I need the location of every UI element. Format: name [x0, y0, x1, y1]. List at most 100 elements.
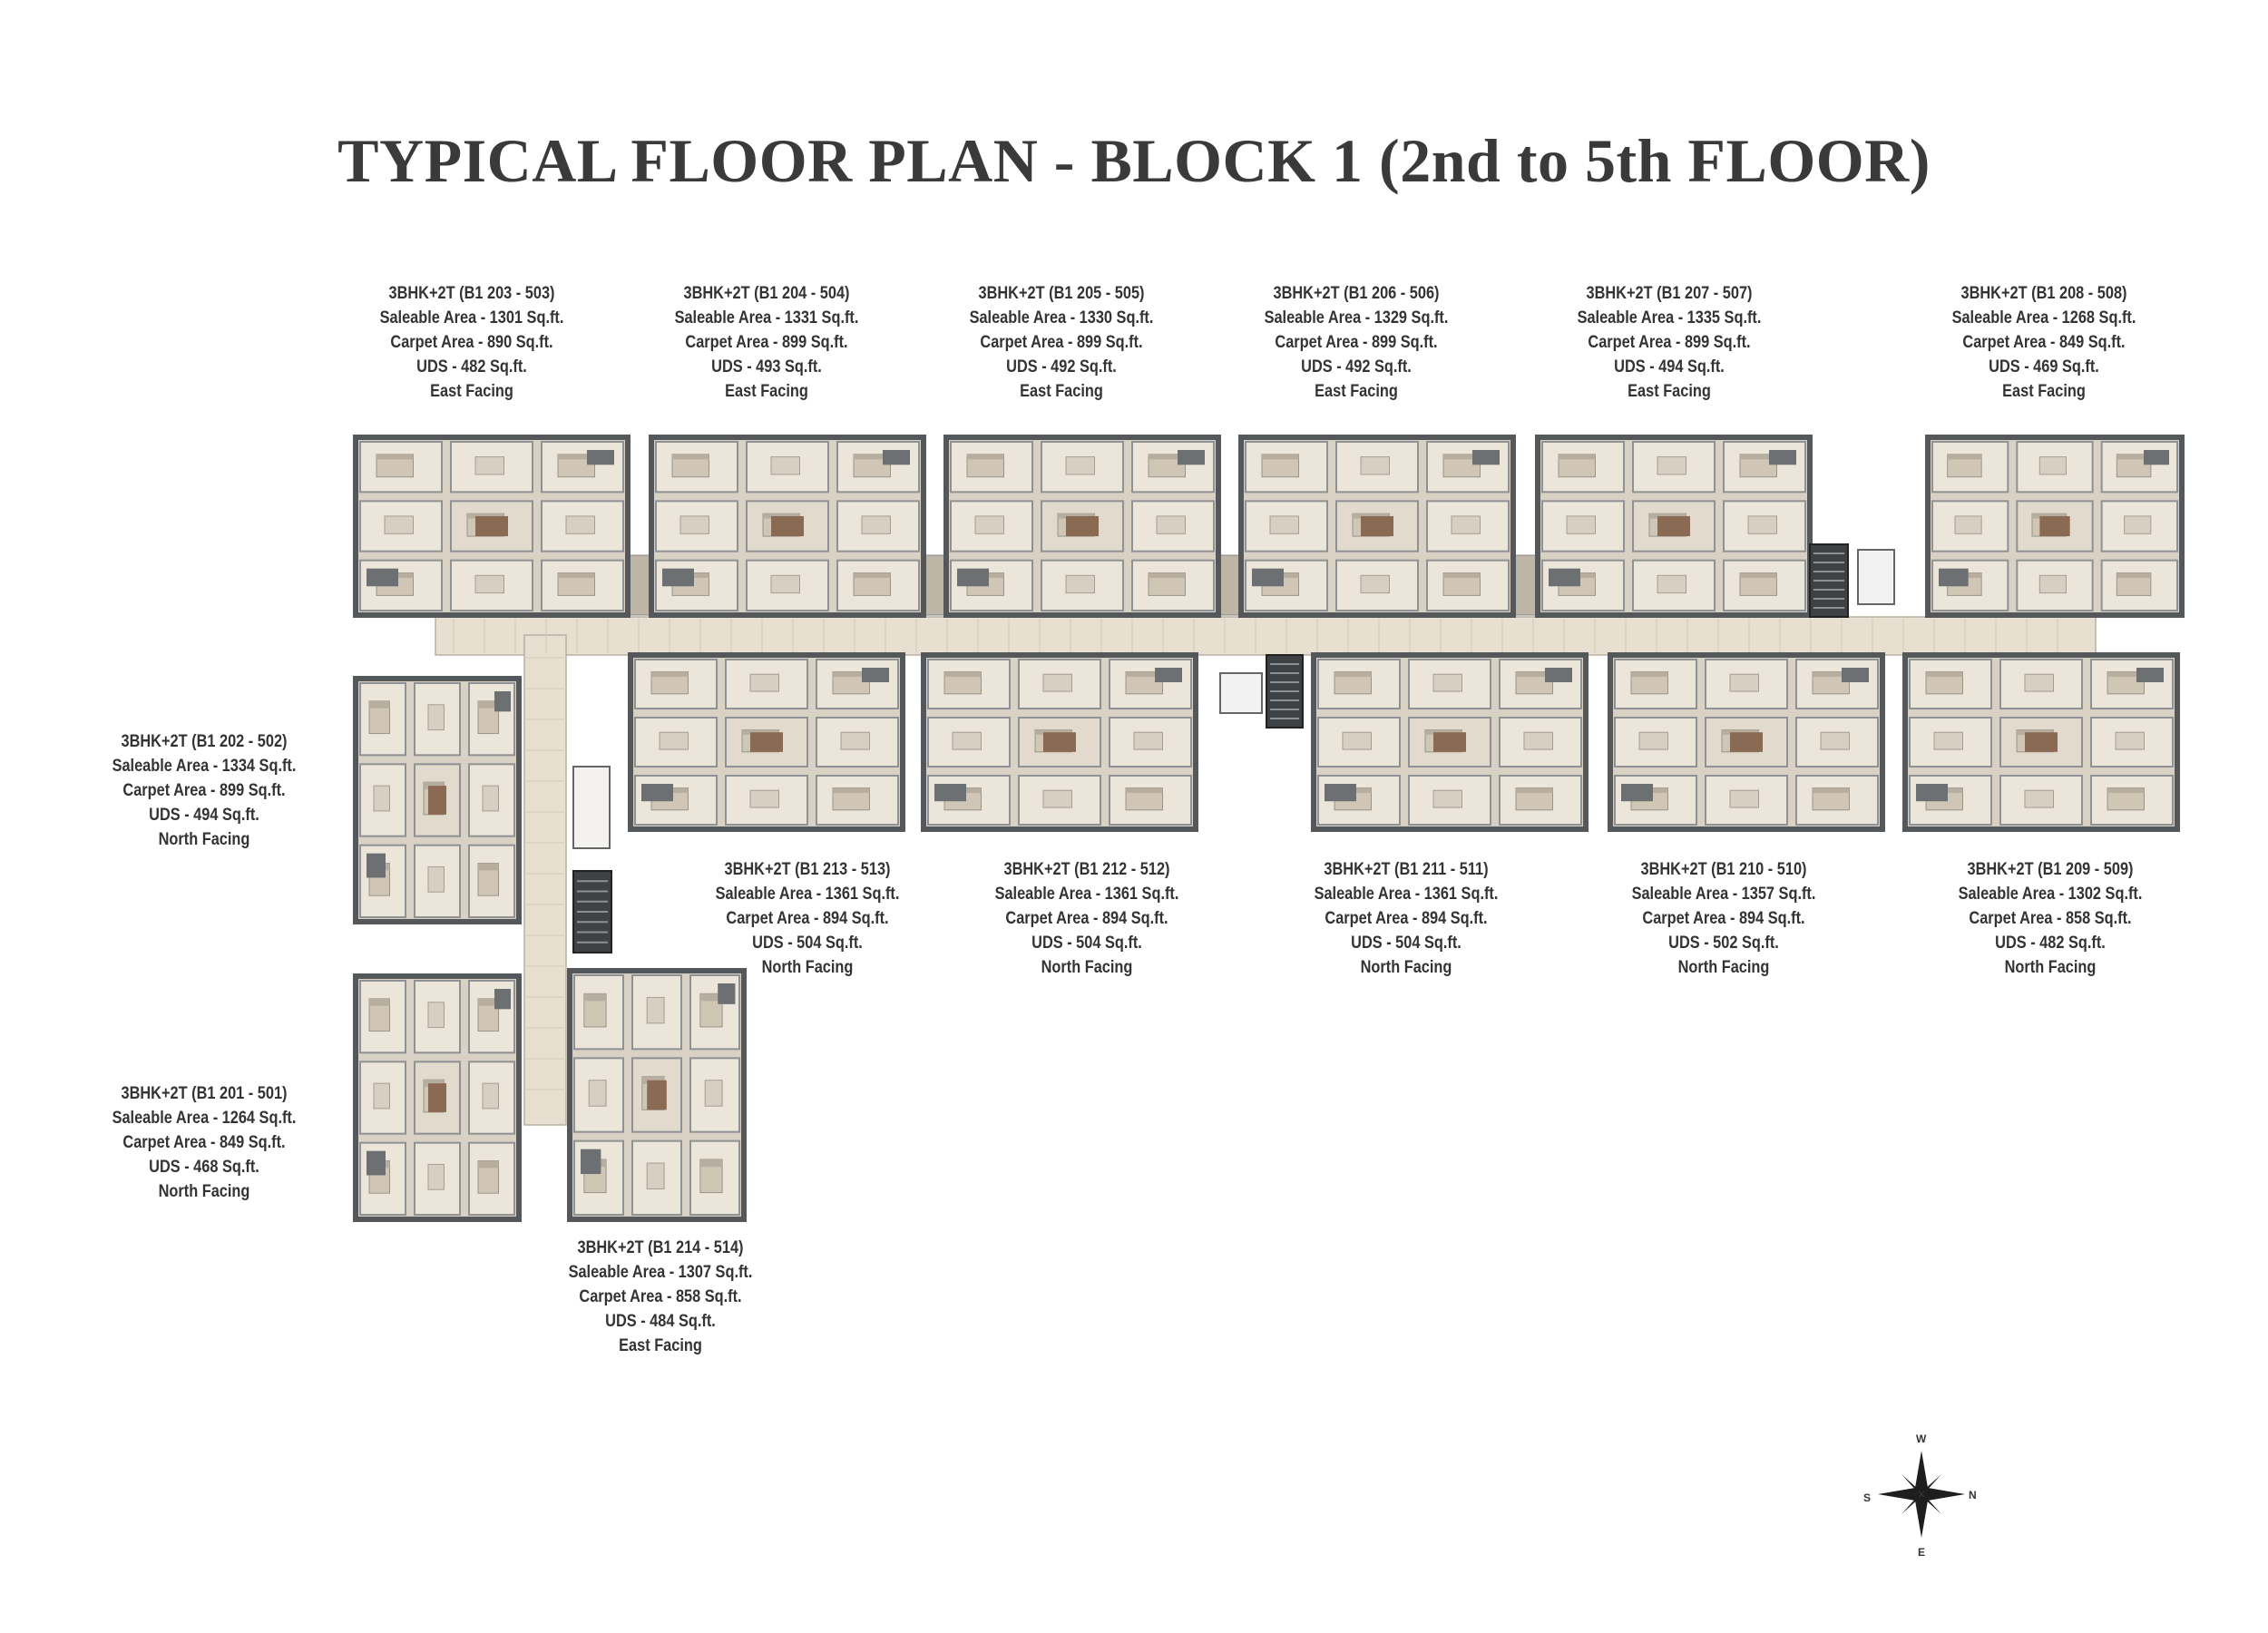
compass-arrow-east: [1921, 1488, 1965, 1501]
furniture: [2038, 456, 2067, 475]
apartment-units: [353, 435, 2185, 1222]
pillow: [478, 863, 499, 871]
furniture: [482, 785, 499, 812]
furniture: [1523, 731, 1553, 750]
furniture: [1042, 673, 1072, 692]
stair-lift-cores: [572, 543, 1895, 953]
pillow: [967, 454, 1004, 460]
furniture: [1933, 731, 1963, 750]
unit-saleable-area: Saleable Area - 1335 Sq.ft.: [1577, 308, 1762, 328]
bathroom-fixture: [1621, 784, 1653, 802]
unit-uds: UDS - 502 Sq.ft.: [1668, 934, 1779, 953]
pillow: [558, 572, 595, 579]
bathroom-fixture: [1939, 568, 1969, 587]
bathroom-fixture: [1549, 568, 1580, 587]
unit-label-206: 3BHK+2T (B1 206 - 506) Saleable Area - 1…: [1227, 281, 1485, 404]
page-title: TYPICAL FLOOR PLAN - BLOCK 1 (2nd to 5th…: [337, 126, 1931, 195]
furniture: [2024, 673, 2054, 692]
pillow: [369, 998, 390, 1006]
furniture: [373, 785, 390, 812]
kitchen-counter: [1769, 450, 1796, 465]
furniture: [427, 1163, 445, 1190]
furniture: [565, 515, 595, 534]
unit-carpet-area: Carpet Area - 899 Sq.ft.: [685, 333, 848, 352]
furniture: [474, 456, 504, 475]
bathroom-fixture: [367, 568, 398, 587]
unit-label-210: 3BHK+2T (B1 210 - 510) Saleable Area - 1…: [1595, 857, 1853, 980]
apartment-unit-left-upper: [353, 676, 522, 924]
unit-saleable-area: Saleable Area - 1330 Sq.ft.: [969, 308, 1154, 328]
furniture: [646, 996, 665, 1024]
pillow: [1443, 454, 1481, 460]
pillow: [1334, 671, 1372, 677]
unit-label-205: 3BHK+2T (B1 205 - 505) Saleable Area - 1…: [933, 281, 1190, 404]
room: [950, 441, 1033, 494]
unit-carpet-area: Carpet Area - 899 Sq.ft.: [980, 333, 1143, 352]
kitchen-counter: [1545, 668, 1572, 682]
kitchen-counter: [1842, 668, 1869, 682]
apartment-unit-bottom: [628, 652, 905, 832]
stair-branch: [572, 870, 612, 953]
pillow: [478, 1160, 499, 1169]
unit-saleable-area: Saleable Area - 1264 Sq.ft.: [112, 1109, 297, 1128]
furniture: [1566, 515, 1596, 534]
unit-uds: UDS - 494 Sq.ft.: [1614, 357, 1725, 376]
unit-carpet-area: Carpet Area - 899 Sq.ft.: [122, 781, 286, 800]
kitchen-counter: [1178, 450, 1205, 465]
unit-label-208: 3BHK+2T (B1 208 - 508) Saleable Area - 1…: [1915, 281, 2173, 404]
unit-type: 3BHK+2T (B1 210 - 510): [1640, 860, 1807, 879]
bathroom-fixture: [1916, 784, 1948, 802]
pillow: [1149, 454, 1186, 460]
furniture: [1360, 574, 1390, 594]
unit-uds: UDS - 504 Sq.ft.: [1031, 934, 1142, 953]
apartment-unit-bottom: [1902, 652, 2180, 832]
furniture: [1065, 456, 1095, 475]
furniture: [1729, 789, 1759, 808]
pillow: [2116, 572, 2151, 579]
unit-uds: UDS - 493 Sq.ft.: [711, 357, 822, 376]
unit-facing: North Facing: [1360, 958, 1452, 977]
unit-facing: East Facing: [1628, 382, 1711, 401]
unit-carpet-area: Carpet Area - 894 Sq.ft.: [1642, 909, 1805, 928]
unit-type: 3BHK+2T (B1 209 - 509): [1967, 860, 2134, 879]
pillow: [478, 700, 499, 709]
pillow: [369, 700, 390, 709]
furniture: [770, 456, 800, 475]
unit-saleable-area: Saleable Area - 1329 Sq.ft.: [1264, 308, 1449, 328]
dining-table: [1730, 732, 1763, 752]
furniture: [1133, 731, 1163, 750]
furniture: [2038, 574, 2067, 594]
apartment-unit-left-lower: [353, 973, 522, 1222]
pillow: [2116, 454, 2151, 460]
room: [631, 1057, 682, 1133]
unit-saleable-area: Saleable Area - 1302 Sq.ft.: [1958, 885, 2143, 904]
unit-saleable-area: Saleable Area - 1307 Sq.ft.: [568, 1263, 753, 1282]
unit-type: 3BHK+2T (B1 206 - 506): [1273, 284, 1440, 303]
unit-facing: East Facing: [1020, 382, 1103, 401]
dining-table: [428, 1083, 446, 1112]
unit-facing: North Facing: [158, 1182, 250, 1201]
pillow: [1631, 671, 1668, 677]
unit-label-204: 3BHK+2T (B1 204 - 504) Saleable Area - 1…: [638, 281, 895, 404]
furniture: [1156, 515, 1186, 534]
unit-label-212: 3BHK+2T (B1 212 - 512) Saleable Area - 1…: [958, 857, 1216, 980]
unit-carpet-area: Carpet Area - 894 Sq.ft.: [726, 909, 889, 928]
furniture: [427, 704, 445, 731]
pillow: [651, 671, 689, 677]
furniture: [427, 1002, 445, 1029]
unit-type: 3BHK+2T (B1 202 - 502): [121, 732, 288, 751]
furniture: [749, 673, 779, 692]
apartment-unit-top: [649, 435, 926, 618]
pillow: [583, 993, 607, 1002]
kitchen-counter: [2144, 450, 2169, 465]
pillow: [1947, 454, 1982, 460]
unit-label-203: 3BHK+2T (B1 203 - 503) Saleable Area - 1…: [343, 281, 601, 404]
furniture: [974, 515, 1004, 534]
bathroom-fixture: [1252, 568, 1284, 587]
unit-carpet-area: Carpet Area - 858 Sq.ft.: [579, 1287, 742, 1306]
unit-label-209: 3BHK+2T (B1 209 - 509) Saleable Area - 1…: [1921, 857, 2179, 980]
pillow: [1126, 671, 1163, 677]
furniture: [952, 731, 982, 750]
room: [1632, 559, 1716, 612]
